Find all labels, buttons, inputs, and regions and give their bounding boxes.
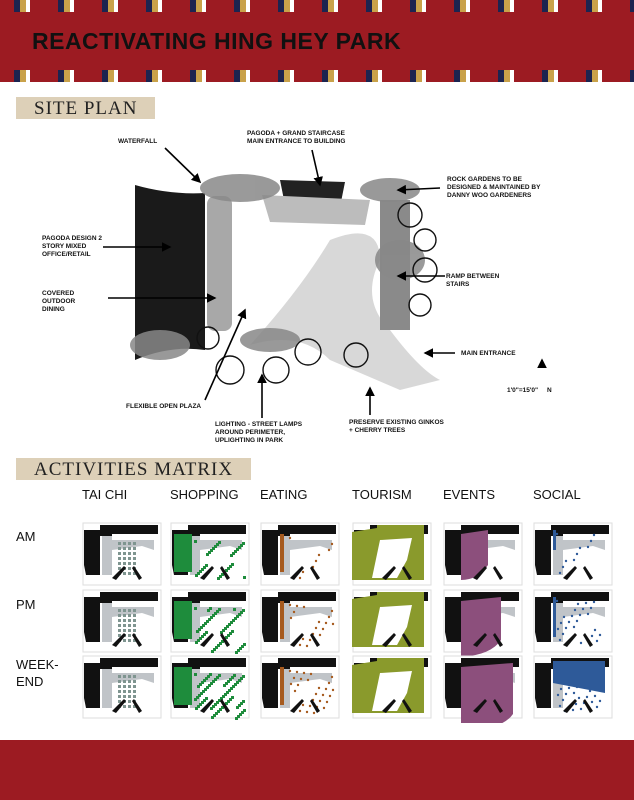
activity-cell-events-am: [443, 520, 525, 590]
activity-cell-shopping-pm: [170, 587, 252, 657]
label-ginkos: PRESERVE EXISTING GINKOS + CHERRY TREES: [349, 419, 444, 434]
site-thumbnail: [260, 655, 340, 719]
activity-cell-eating-pm: [260, 587, 342, 657]
site-thumbnail: [533, 655, 613, 719]
column-header: SHOPPING: [170, 487, 239, 502]
pattern-strip-bottom: [0, 70, 634, 82]
site-plan-heading: SITE PLAN: [16, 97, 156, 119]
site-thumbnail: [352, 655, 432, 719]
activity-cell-shopping-weekend: [170, 653, 252, 723]
activity-cell-tai-chi-am: [82, 520, 164, 590]
site-thumbnail: [170, 589, 250, 654]
label-main-entrance: MAIN ENTRANCE: [461, 350, 516, 357]
title-banner: REACTIVATING HING HEY PARK: [0, 0, 634, 82]
activity-cell-tai-chi-pm: [82, 587, 164, 657]
site-thumbnail: [82, 522, 162, 586]
pagoda-building: [135, 185, 205, 360]
label-pagoda-design: PAGODA DESIGN 2 STORY MIXED OFFICE/RETAI…: [42, 235, 102, 258]
label-ramp: RAMP BETWEEN STAIRS: [446, 273, 500, 288]
scale-label: 1'0"=15'0": [507, 387, 539, 394]
label-pagoda-staircase: PAGODA + GRAND STAIRCASE MAIN ENTRANCE T…: [247, 130, 346, 145]
row-header: PM: [16, 597, 36, 612]
label-lighting: LIGHTING - STREET LAMPS AROUND PERIMETER…: [215, 421, 303, 444]
site-thumbnail: [533, 522, 613, 586]
activity-cell-eating-weekend: [260, 653, 342, 723]
row-header: WEEK-END: [16, 657, 59, 689]
activity-cell-eating-am: [260, 520, 342, 590]
activity-cell-social-pm: [533, 587, 615, 657]
footer-band: [0, 740, 634, 800]
activity-cell-events-pm: [443, 587, 525, 657]
label-covered-dining: COVERED OUTDOOR DINING: [42, 290, 76, 313]
activity-cell-tourism-pm: [352, 587, 434, 657]
site-thumbnail: [260, 522, 340, 586]
column-header: TAI CHI: [82, 487, 128, 502]
site-thumbnail: [443, 522, 523, 586]
label-rock-gardens: ROCK GARDENS TO BE DESIGNED & MAINTAINED…: [447, 176, 541, 199]
site-thumbnail: [352, 589, 432, 653]
activities-matrix-heading: ACTIVITIES MATRIX: [16, 458, 252, 480]
site-plan-drawing: [103, 147, 547, 418]
column-header: EVENTS: [443, 487, 496, 502]
column-header: EATING: [260, 487, 308, 502]
site-thumbnail: [533, 589, 613, 653]
activity-cell-events-weekend: [443, 653, 525, 733]
site-thumbnail: [443, 655, 523, 733]
site-thumbnail: [443, 589, 523, 657]
column-header: TOURISM: [352, 487, 412, 502]
north-label: N: [547, 387, 552, 394]
site-thumbnail: [260, 589, 340, 653]
activity-cell-shopping-am: [170, 520, 252, 590]
label-waterfall: WATERFALL: [118, 138, 158, 145]
site-thumbnail: [170, 655, 250, 720]
activity-cell-social-weekend: [533, 653, 615, 723]
site-thumbnail: [170, 522, 250, 586]
pattern-strip-top: [0, 0, 634, 12]
activity-cell-tai-chi-weekend: [82, 653, 164, 723]
row-header: AM: [16, 529, 36, 544]
column-header: SOCIAL: [533, 487, 581, 502]
site-thumbnail: [82, 655, 162, 719]
activity-cell-tourism-am: [352, 520, 434, 590]
page-title: REACTIVATING HING HEY PARK: [32, 28, 402, 54]
label-open-plaza: FLEXIBLE OPEN PLAZA: [126, 403, 202, 410]
site-thumbnail: [82, 589, 162, 653]
activity-cell-social-am: [533, 520, 615, 590]
site-thumbnail: [352, 522, 432, 586]
activity-cell-tourism-weekend: [352, 653, 434, 723]
